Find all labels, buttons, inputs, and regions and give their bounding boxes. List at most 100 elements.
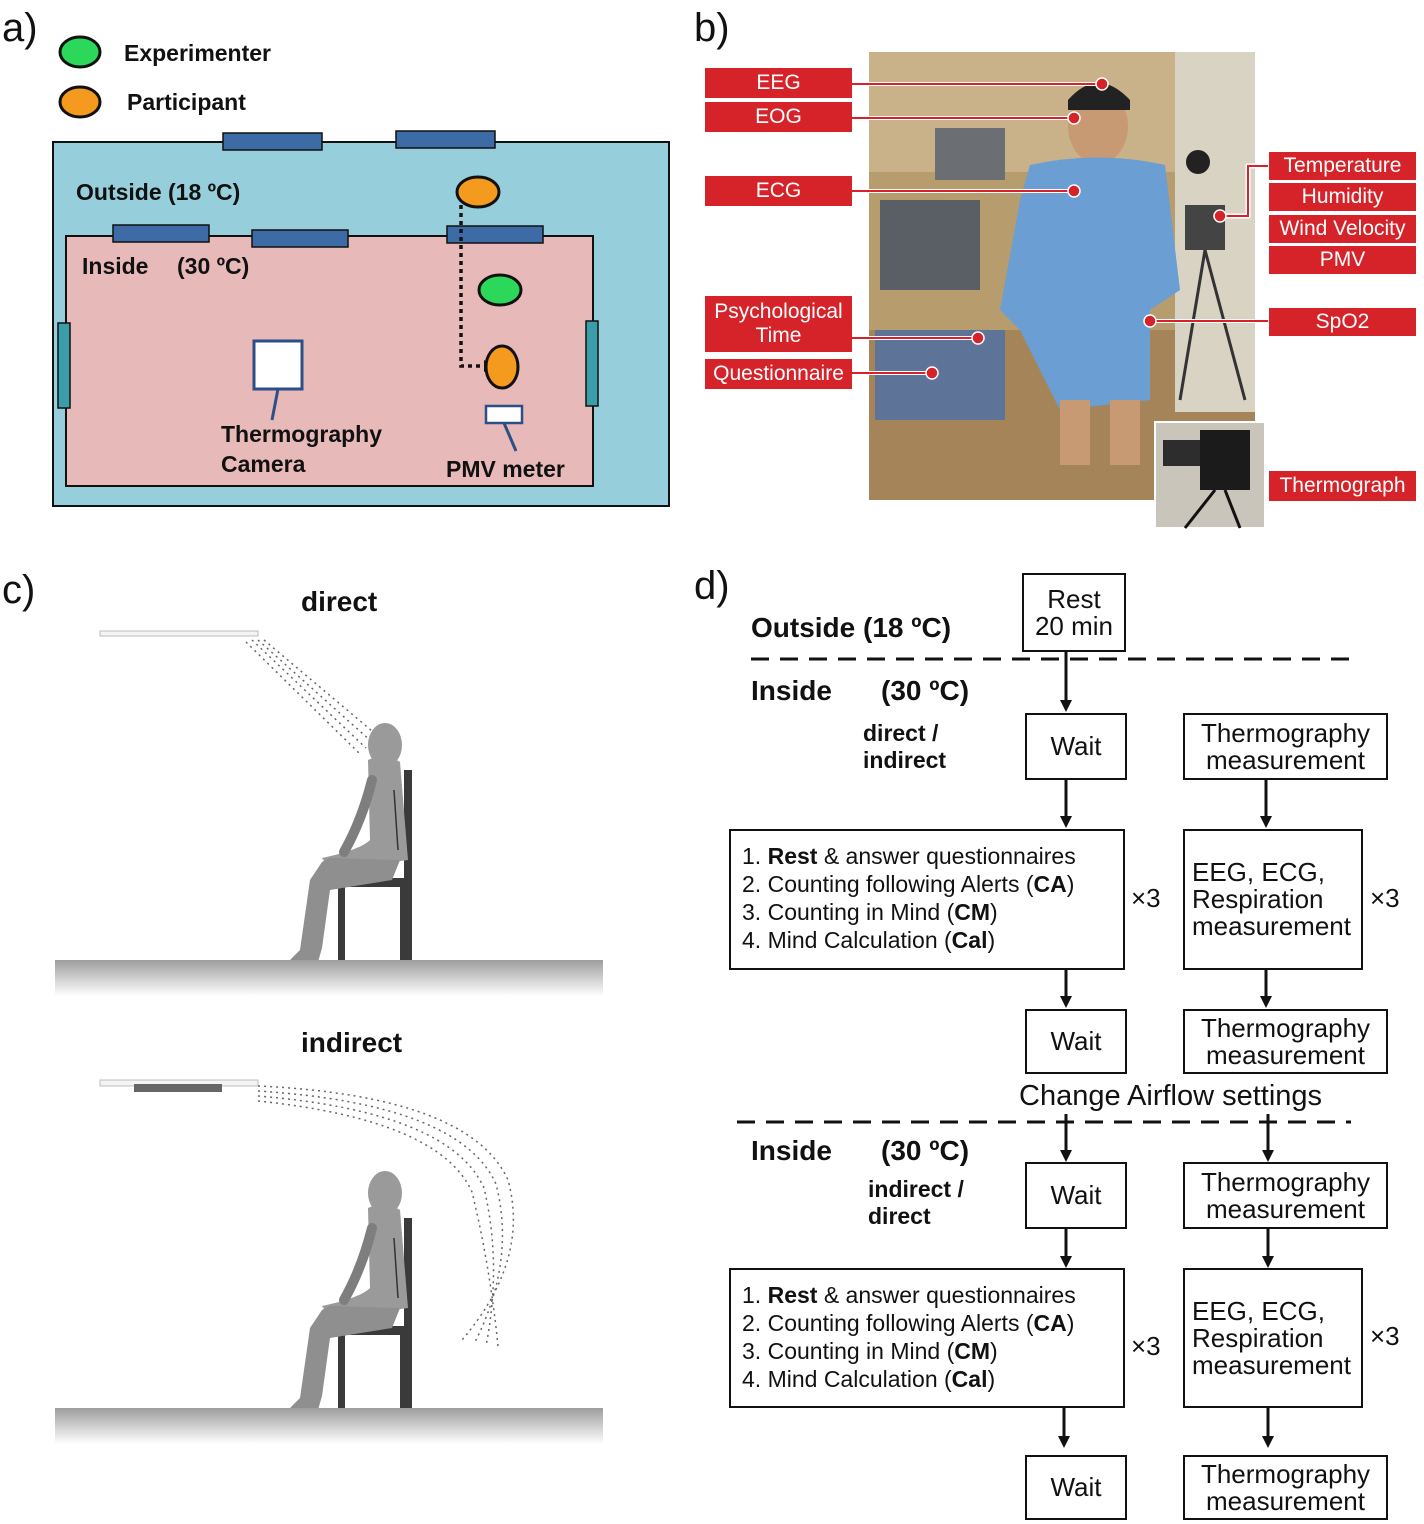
meas-1-line2: Respiration — [1192, 884, 1324, 914]
meas-2-line3: measurement — [1192, 1349, 1351, 1380]
pmv-meter-label: PMV meter — [446, 456, 565, 482]
task-steps-box-1: 1. Rest & answer questionnaires 2. Count… — [729, 829, 1125, 970]
thermography-box-2: Thermography measurement — [1183, 1009, 1388, 1074]
rest-line2: 20 min — [1034, 610, 1114, 641]
rest-box: Rest 20 min — [1022, 573, 1126, 652]
task-steps-box-2: 1. Rest & answer questionnaires 2. Count… — [729, 1268, 1125, 1408]
tag-humidity: Humidity — [1269, 183, 1416, 211]
step-3: 3. Counting in Mind (CM) — [742, 899, 998, 925]
thermography-box-4: Thermography measurement — [1183, 1455, 1388, 1520]
thermo-1-line1: Thermography — [1200, 717, 1371, 748]
times3-meas-1: ×3 — [1370, 883, 1400, 913]
thermo-3-line2: measurement — [1206, 1193, 1365, 1224]
rest-line1: Rest — [1047, 583, 1101, 614]
door-window — [446, 225, 544, 244]
tag-eog: EOG — [705, 102, 852, 132]
right-door — [585, 320, 599, 407]
thermography-camera — [252, 339, 304, 391]
camera-label-line1: Thermography — [221, 421, 383, 447]
condition-1-line1: direct / — [863, 720, 939, 746]
step-2b: 2. Counting following Alerts (CA) — [742, 1310, 1075, 1336]
d-inside-temp-1: (30 ºC) — [881, 675, 970, 706]
step-1: 1. Rest & answer questionnaires — [742, 843, 1076, 869]
panel-c-airflow-illustration — [55, 630, 603, 1444]
wait-box-4: Wait — [1025, 1455, 1127, 1520]
outer-window-2 — [395, 130, 496, 149]
participant-inside — [484, 344, 520, 390]
thermography-box-1: Thermography measurement — [1183, 713, 1388, 780]
meas-1-line1: EEG, ECG, — [1192, 857, 1325, 887]
thermo-4-line1: Thermography — [1200, 1458, 1371, 1489]
measurement-box-2: EEG, ECG, Respiration measurement — [1183, 1268, 1363, 1408]
thermo-2-line1: Thermography — [1200, 1012, 1371, 1043]
inside-label: Inside — [82, 253, 149, 279]
tag-spo2: SpO2 — [1269, 308, 1416, 336]
experimenter-inside — [477, 273, 523, 307]
wait-box-1: Wait — [1025, 713, 1127, 780]
tag-wind-velocity: Wind Velocity — [1269, 215, 1416, 243]
legend-experimenter-label: Experimenter — [124, 40, 272, 66]
legend-participant-label: Participant — [127, 89, 246, 115]
indirect-title: indirect — [301, 1027, 403, 1058]
condition-1-line2: indirect — [863, 747, 947, 773]
inside-temp-label: (30 ºC) — [177, 253, 250, 279]
inner-window-1 — [112, 224, 210, 243]
participant-outside — [455, 175, 501, 209]
measurement-box-1: EEG, ECG, Respiration measurement — [1183, 829, 1363, 970]
experimenter-legend-marker — [58, 35, 102, 69]
step-4: 4. Mind Calculation (Cal) — [742, 927, 996, 953]
panel-label-d: d) — [694, 564, 730, 608]
tag-pmv: PMV — [1269, 246, 1416, 274]
d-inside-label-1: Inside — [751, 675, 832, 706]
d-outside-label: Outside (18 ºC) — [751, 612, 952, 643]
d-inside-label-2: Inside — [751, 1135, 832, 1166]
times3-meas-2: ×3 — [1370, 1321, 1400, 1351]
step-2: 2. Counting following Alerts (CA) — [742, 871, 1075, 897]
thermo-3-line1: Thermography — [1200, 1166, 1371, 1197]
tag-questionnaire: Questionnaire — [705, 359, 852, 389]
camera-label-line2: Camera — [221, 451, 306, 477]
panel-b-photo-setup — [852, 52, 1268, 529]
panel-label-c: c) — [2, 568, 36, 612]
meas-2-line1: EEG, ECG, — [1192, 1295, 1325, 1326]
panel-a-floorplan — [52, 35, 670, 507]
tag-temperature: Temperature — [1269, 152, 1416, 180]
step-3b: 3. Counting in Mind (CM) — [742, 1338, 998, 1364]
condition-2-line2: direct — [868, 1203, 931, 1229]
tag-psychological-time: Psychological Time — [705, 296, 852, 352]
tag-thermograph: Thermograph — [1269, 471, 1416, 501]
change-airflow-label: Change Airflow settings — [1019, 1080, 1323, 1112]
panel-label-b: b) — [694, 6, 730, 50]
tag-eeg: EEG — [705, 68, 852, 98]
step-1b: 1. Rest & answer questionnaires — [742, 1282, 1076, 1308]
outside-label: Outside (18 ºC) — [76, 179, 241, 205]
participant-path — [459, 205, 484, 368]
floor-indirect — [55, 1408, 603, 1444]
panel-label-a: a) — [2, 6, 38, 50]
condition-2-line1: indirect / — [868, 1176, 964, 1202]
ceiling-unit-direct — [99, 630, 259, 637]
thermo-4-line2: measurement — [1206, 1485, 1365, 1516]
wait-box-3: Wait — [1025, 1162, 1127, 1229]
tag-ecg: ECG — [705, 176, 852, 206]
thermography-box-3: Thermography measurement — [1183, 1162, 1388, 1229]
floor-direct — [55, 960, 603, 996]
wait-box-2: Wait — [1025, 1009, 1127, 1074]
condition-label-2: indirect / direct — [868, 1176, 964, 1230]
inner-window-2 — [251, 229, 349, 248]
meas-1-line3: measurement — [1192, 911, 1351, 941]
step-4b: 4. Mind Calculation (Cal) — [742, 1366, 996, 1392]
times3-tasks-2: ×3 — [1131, 1331, 1161, 1361]
participant-gown — [1000, 157, 1180, 410]
thermo-2-line2: measurement — [1206, 1039, 1365, 1070]
meas-2-line2: Respiration — [1192, 1322, 1324, 1353]
direct-title: direct — [301, 586, 378, 617]
participant-legend-marker — [58, 85, 102, 119]
thermo-1-line2: measurement — [1206, 744, 1365, 775]
times3-tasks-1: ×3 — [1131, 883, 1161, 913]
outer-window-1 — [222, 132, 323, 151]
condition-label-1: direct / indirect — [863, 720, 946, 774]
d-inside-temp-2: (30 ºC) — [881, 1135, 970, 1166]
left-door — [57, 322, 71, 409]
